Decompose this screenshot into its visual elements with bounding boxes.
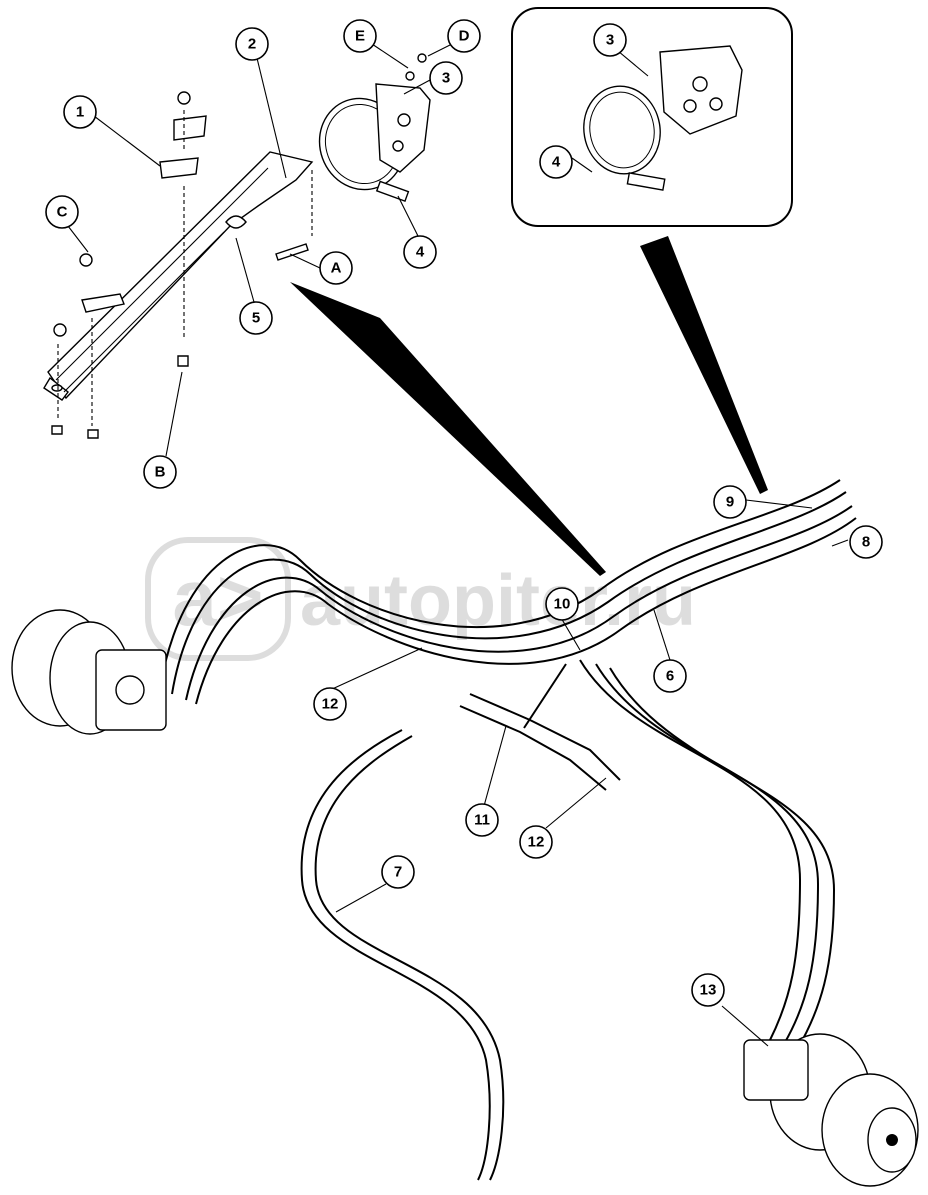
callout-9-label: 9: [726, 494, 734, 511]
callout-3-detail-label: 3: [606, 32, 614, 49]
callout-12-left-label: 12: [322, 696, 339, 713]
callout-4-detail: 4: [539, 145, 573, 179]
hose-clamp-detail: [583, 45, 743, 191]
callout-D-label: D: [459, 28, 470, 45]
callout-13-label: 13: [700, 982, 717, 999]
left-motor: [11, 609, 167, 735]
callout-11: 11: [465, 803, 499, 837]
inset-pointer-wedge: [640, 236, 768, 494]
callout-B-label: B: [155, 464, 166, 481]
callout-4-detail-label: 4: [552, 154, 561, 171]
watermark-mark: a>: [172, 553, 263, 642]
callout-8-label: 8: [862, 534, 870, 551]
callout-D: D: [447, 19, 481, 53]
callout-E: E: [343, 19, 377, 53]
callout-1: 1: [63, 95, 97, 129]
leader-lines: [67, 43, 849, 1047]
callout-A: A: [319, 251, 353, 285]
hose-clamp-main: [318, 53, 431, 203]
right-motor: [743, 1033, 919, 1187]
callout-6-label: 6: [666, 668, 674, 685]
callout-12-right: 12: [519, 825, 553, 859]
callout-7-label: 7: [394, 864, 402, 881]
callout-4: 4: [403, 235, 437, 269]
callout-1-label: 1: [76, 104, 84, 121]
callout-3-detail: 3: [593, 23, 627, 57]
callout-2-label: 2: [248, 36, 256, 53]
callout-8: 8: [849, 525, 883, 559]
callout-11-label: 11: [474, 812, 490, 829]
callout-13: 13: [691, 973, 725, 1007]
callout-6: 6: [653, 659, 687, 693]
callout-12-right-label: 12: [528, 834, 545, 851]
callout-5: 5: [239, 301, 273, 335]
hose-bracket: [43, 91, 314, 439]
callout-E-label: E: [355, 28, 365, 45]
callout-10-label: 10: [554, 596, 571, 613]
callout-A-label: A: [331, 260, 342, 277]
bracket-pointer-wedge: [290, 282, 606, 576]
callout-B: B: [143, 455, 177, 489]
callout-10: 10: [545, 587, 579, 621]
callout-5-label: 5: [252, 310, 260, 327]
callout-12-left: 12: [313, 687, 347, 721]
callout-2: 2: [235, 27, 269, 61]
callout-4-label: 4: [416, 244, 425, 261]
callout-9: 9: [713, 485, 747, 519]
callout-3: 3: [429, 61, 463, 95]
hydraulic-hoses: [159, 479, 857, 1181]
callout-3-label: 3: [442, 70, 450, 87]
callout-7: 7: [381, 855, 415, 889]
callout-C-label: C: [57, 204, 68, 221]
callout-C: C: [45, 195, 79, 229]
